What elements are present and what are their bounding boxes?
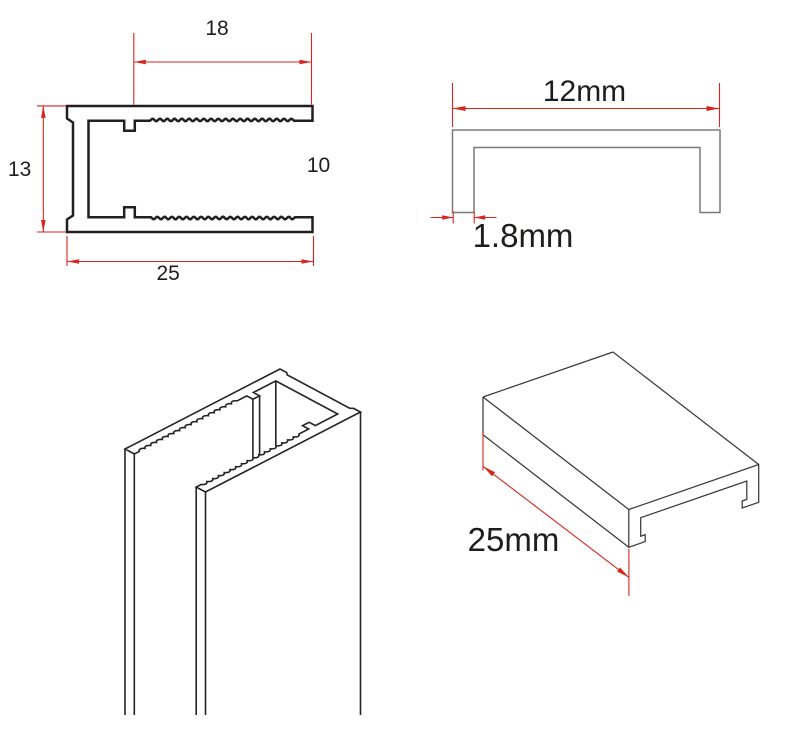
dim-label-cap-length: 25mm (467, 520, 560, 558)
arrowhead (67, 259, 79, 264)
cap-3d-body (482, 351, 760, 549)
profile-3d-extrusion-edges (124, 380, 362, 715)
arrowhead (452, 106, 466, 111)
dimension-cap-width-12mm (451, 83, 721, 127)
cap-end-view-outline (451, 129, 721, 214)
dimension-cap-length-25mm (482, 432, 630, 596)
arrowhead (442, 215, 454, 220)
arrowhead (483, 466, 496, 477)
dimension-wall-thickness-1-8mm (430, 211, 497, 224)
arrowhead (41, 220, 46, 232)
dimension-groove-width-18 (133, 33, 313, 105)
cap-near-bottom-edge (482, 434, 630, 548)
dim-label-groove-width: 18 (205, 17, 229, 40)
dim-label-overall-height: 13 (7, 158, 32, 182)
cap-left-end-edge (482, 351, 614, 398)
arrowhead (299, 59, 312, 65)
arrowhead (41, 105, 46, 118)
arrowhead (133, 59, 146, 65)
arrowhead (617, 567, 629, 578)
cap-3d-end-section (628, 463, 760, 549)
dim-label-opening-height: 10 (306, 154, 331, 178)
arrowhead (706, 106, 720, 111)
dim-label-wall-thickness: 1.8mm (472, 217, 574, 255)
arrowhead (474, 215, 486, 220)
dim-label-cap-width: 12mm (542, 74, 627, 108)
dimension-overall-height-13 (37, 105, 66, 233)
channel-profile-outline (65, 104, 314, 234)
arrowhead (301, 259, 314, 264)
dimension-line (482, 465, 630, 578)
cap-far-top-edge (612, 351, 760, 465)
profile-3d-section-outline (123, 368, 363, 493)
dimension-overall-width-25 (66, 236, 315, 266)
dim-label-overall-width: 25 (156, 261, 180, 285)
cap-near-top-edge (482, 396, 630, 510)
